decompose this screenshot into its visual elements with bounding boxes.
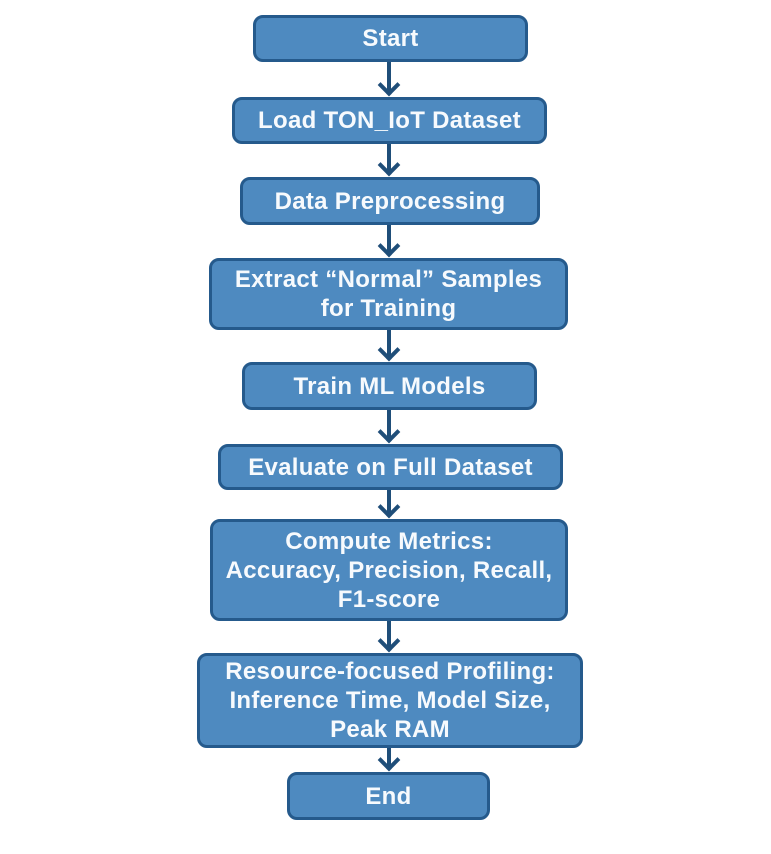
flow-node-train-models-label: Train ML Models xyxy=(293,372,486,400)
flow-node-extract-normal-label: Extract “Normal” Samples for Training xyxy=(234,266,543,322)
flow-node-profiling-label: Resource-focused Profiling: Inference Ti… xyxy=(225,658,555,743)
flow-node-profiling: Resource-focused Profiling: Inference Ti… xyxy=(197,653,583,748)
flow-node-train-models: Train ML Models xyxy=(242,362,537,410)
flow-node-compute-metrics-label: Compute Metrics: Accuracy, Precision, Re… xyxy=(225,527,553,613)
flow-node-compute-metrics: Compute Metrics: Accuracy, Precision, Re… xyxy=(210,519,568,621)
arrow-down-icon xyxy=(376,621,402,653)
flow-node-evaluate-label: Evaluate on Full Dataset xyxy=(248,453,533,481)
arrow-down-icon xyxy=(376,410,402,444)
arrow-down-icon xyxy=(376,62,402,97)
flow-node-end-label: End xyxy=(365,782,412,810)
arrow-down-icon xyxy=(376,225,402,258)
arrow-down-icon xyxy=(376,490,402,519)
flow-node-preprocessing-label: Data Preprocessing xyxy=(274,187,506,215)
flow-node-load-dataset-label: Load TON_IoT Dataset xyxy=(258,107,521,134)
flow-node-start-label: Start xyxy=(362,25,419,52)
arrow-down-icon xyxy=(376,330,402,362)
arrow-down-icon xyxy=(376,748,402,772)
flow-node-extract-normal: Extract “Normal” Samples for Training xyxy=(209,258,568,330)
flow-node-preprocessing: Data Preprocessing xyxy=(240,177,540,225)
flow-node-load-dataset: Load TON_IoT Dataset xyxy=(232,97,547,144)
flow-node-end: End xyxy=(287,772,490,820)
flow-node-evaluate: Evaluate on Full Dataset xyxy=(218,444,563,490)
arrow-down-icon xyxy=(376,144,402,177)
flow-node-start: Start xyxy=(253,15,528,62)
